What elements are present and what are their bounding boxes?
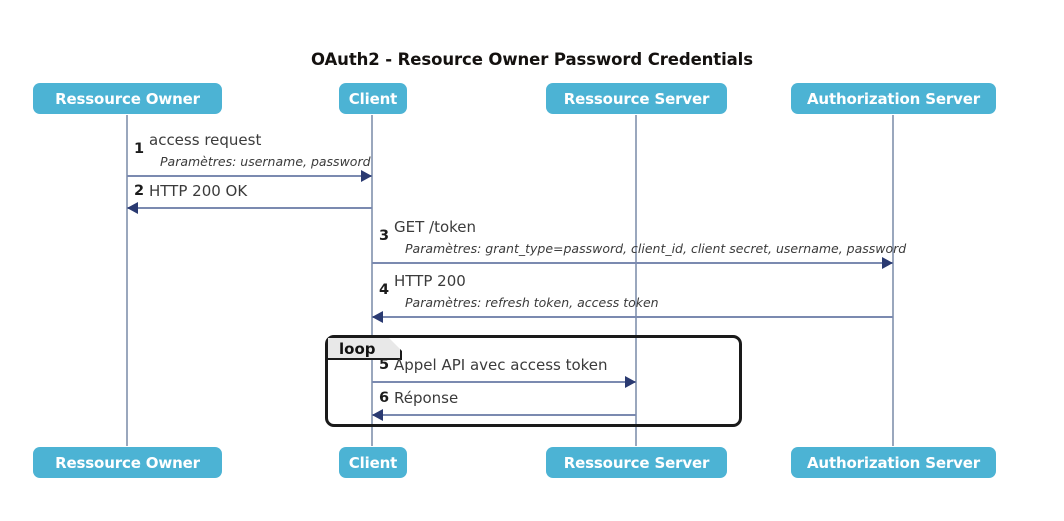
participant-label: Ressource Server [563, 89, 710, 108]
message-5-arrowhead [625, 376, 636, 388]
participant-ressource-owner-bottom[interactable]: Ressource Owner [33, 447, 222, 478]
message-4-label: HTTP 200 [394, 272, 466, 290]
message-6-arrowhead [372, 409, 383, 421]
loop-fragment-operator-label: loop [339, 340, 376, 358]
loop-fragment-frame [325, 335, 742, 427]
participant-authorization-server-bottom[interactable]: Authorization Server [791, 447, 996, 478]
lifeline-authorization-server [892, 115, 894, 446]
message-3-params: Paramètres: grant_type=password, client_… [405, 241, 907, 256]
message-5-line [372, 381, 636, 383]
message-3-number: 3 [379, 228, 390, 244]
participant-ressource-server-top[interactable]: Ressource Server [546, 83, 727, 114]
participant-authorization-server-top[interactable]: Authorization Server [791, 83, 996, 114]
participant-label: Ressource Server [563, 453, 710, 472]
participant-client-top[interactable]: Client [339, 83, 407, 114]
lifeline-ressource-owner [126, 115, 128, 446]
participant-label: Client [348, 89, 398, 108]
message-3-arrowhead [882, 257, 893, 269]
message-4-number: 4 [379, 282, 390, 298]
message-4-params: Paramètres: refresh token, access token [405, 295, 659, 310]
message-2-label: HTTP 200 OK [149, 182, 248, 200]
message-3-line [372, 262, 893, 264]
message-4-arrowhead [372, 311, 383, 323]
lifeline-client [371, 115, 373, 446]
message-2-arrowhead [127, 202, 138, 214]
message-5-label: Appel API avec access token [394, 356, 608, 374]
message-1-number: 1 [134, 141, 145, 157]
participant-label: Authorization Server [806, 89, 981, 108]
page-title: OAuth2 - Resource Owner Password Credent… [311, 50, 753, 69]
message-6-number: 6 [379, 390, 390, 406]
message-4-line [372, 316, 893, 318]
message-1-arrowhead [361, 170, 372, 182]
message-5-number: 5 [379, 357, 390, 373]
participant-client-bottom[interactable]: Client [339, 447, 407, 478]
participant-label: Client [348, 453, 398, 472]
participant-ressource-owner-top[interactable]: Ressource Owner [33, 83, 222, 114]
participant-ressource-server-bottom[interactable]: Ressource Server [546, 447, 727, 478]
participant-label: Authorization Server [806, 453, 981, 472]
message-3-label: GET /token [394, 218, 477, 236]
message-6-line [372, 414, 636, 416]
message-1-label: access request [149, 131, 262, 149]
message-1-params: Paramètres: username, password [160, 154, 371, 169]
participant-label: Ressource Owner [55, 453, 200, 472]
participant-label: Ressource Owner [55, 89, 200, 108]
message-1-line [127, 175, 372, 177]
message-2-number: 2 [134, 183, 145, 199]
message-2-line [127, 207, 372, 209]
message-6-label: Réponse [394, 389, 459, 407]
lifeline-ressource-server [635, 115, 637, 446]
